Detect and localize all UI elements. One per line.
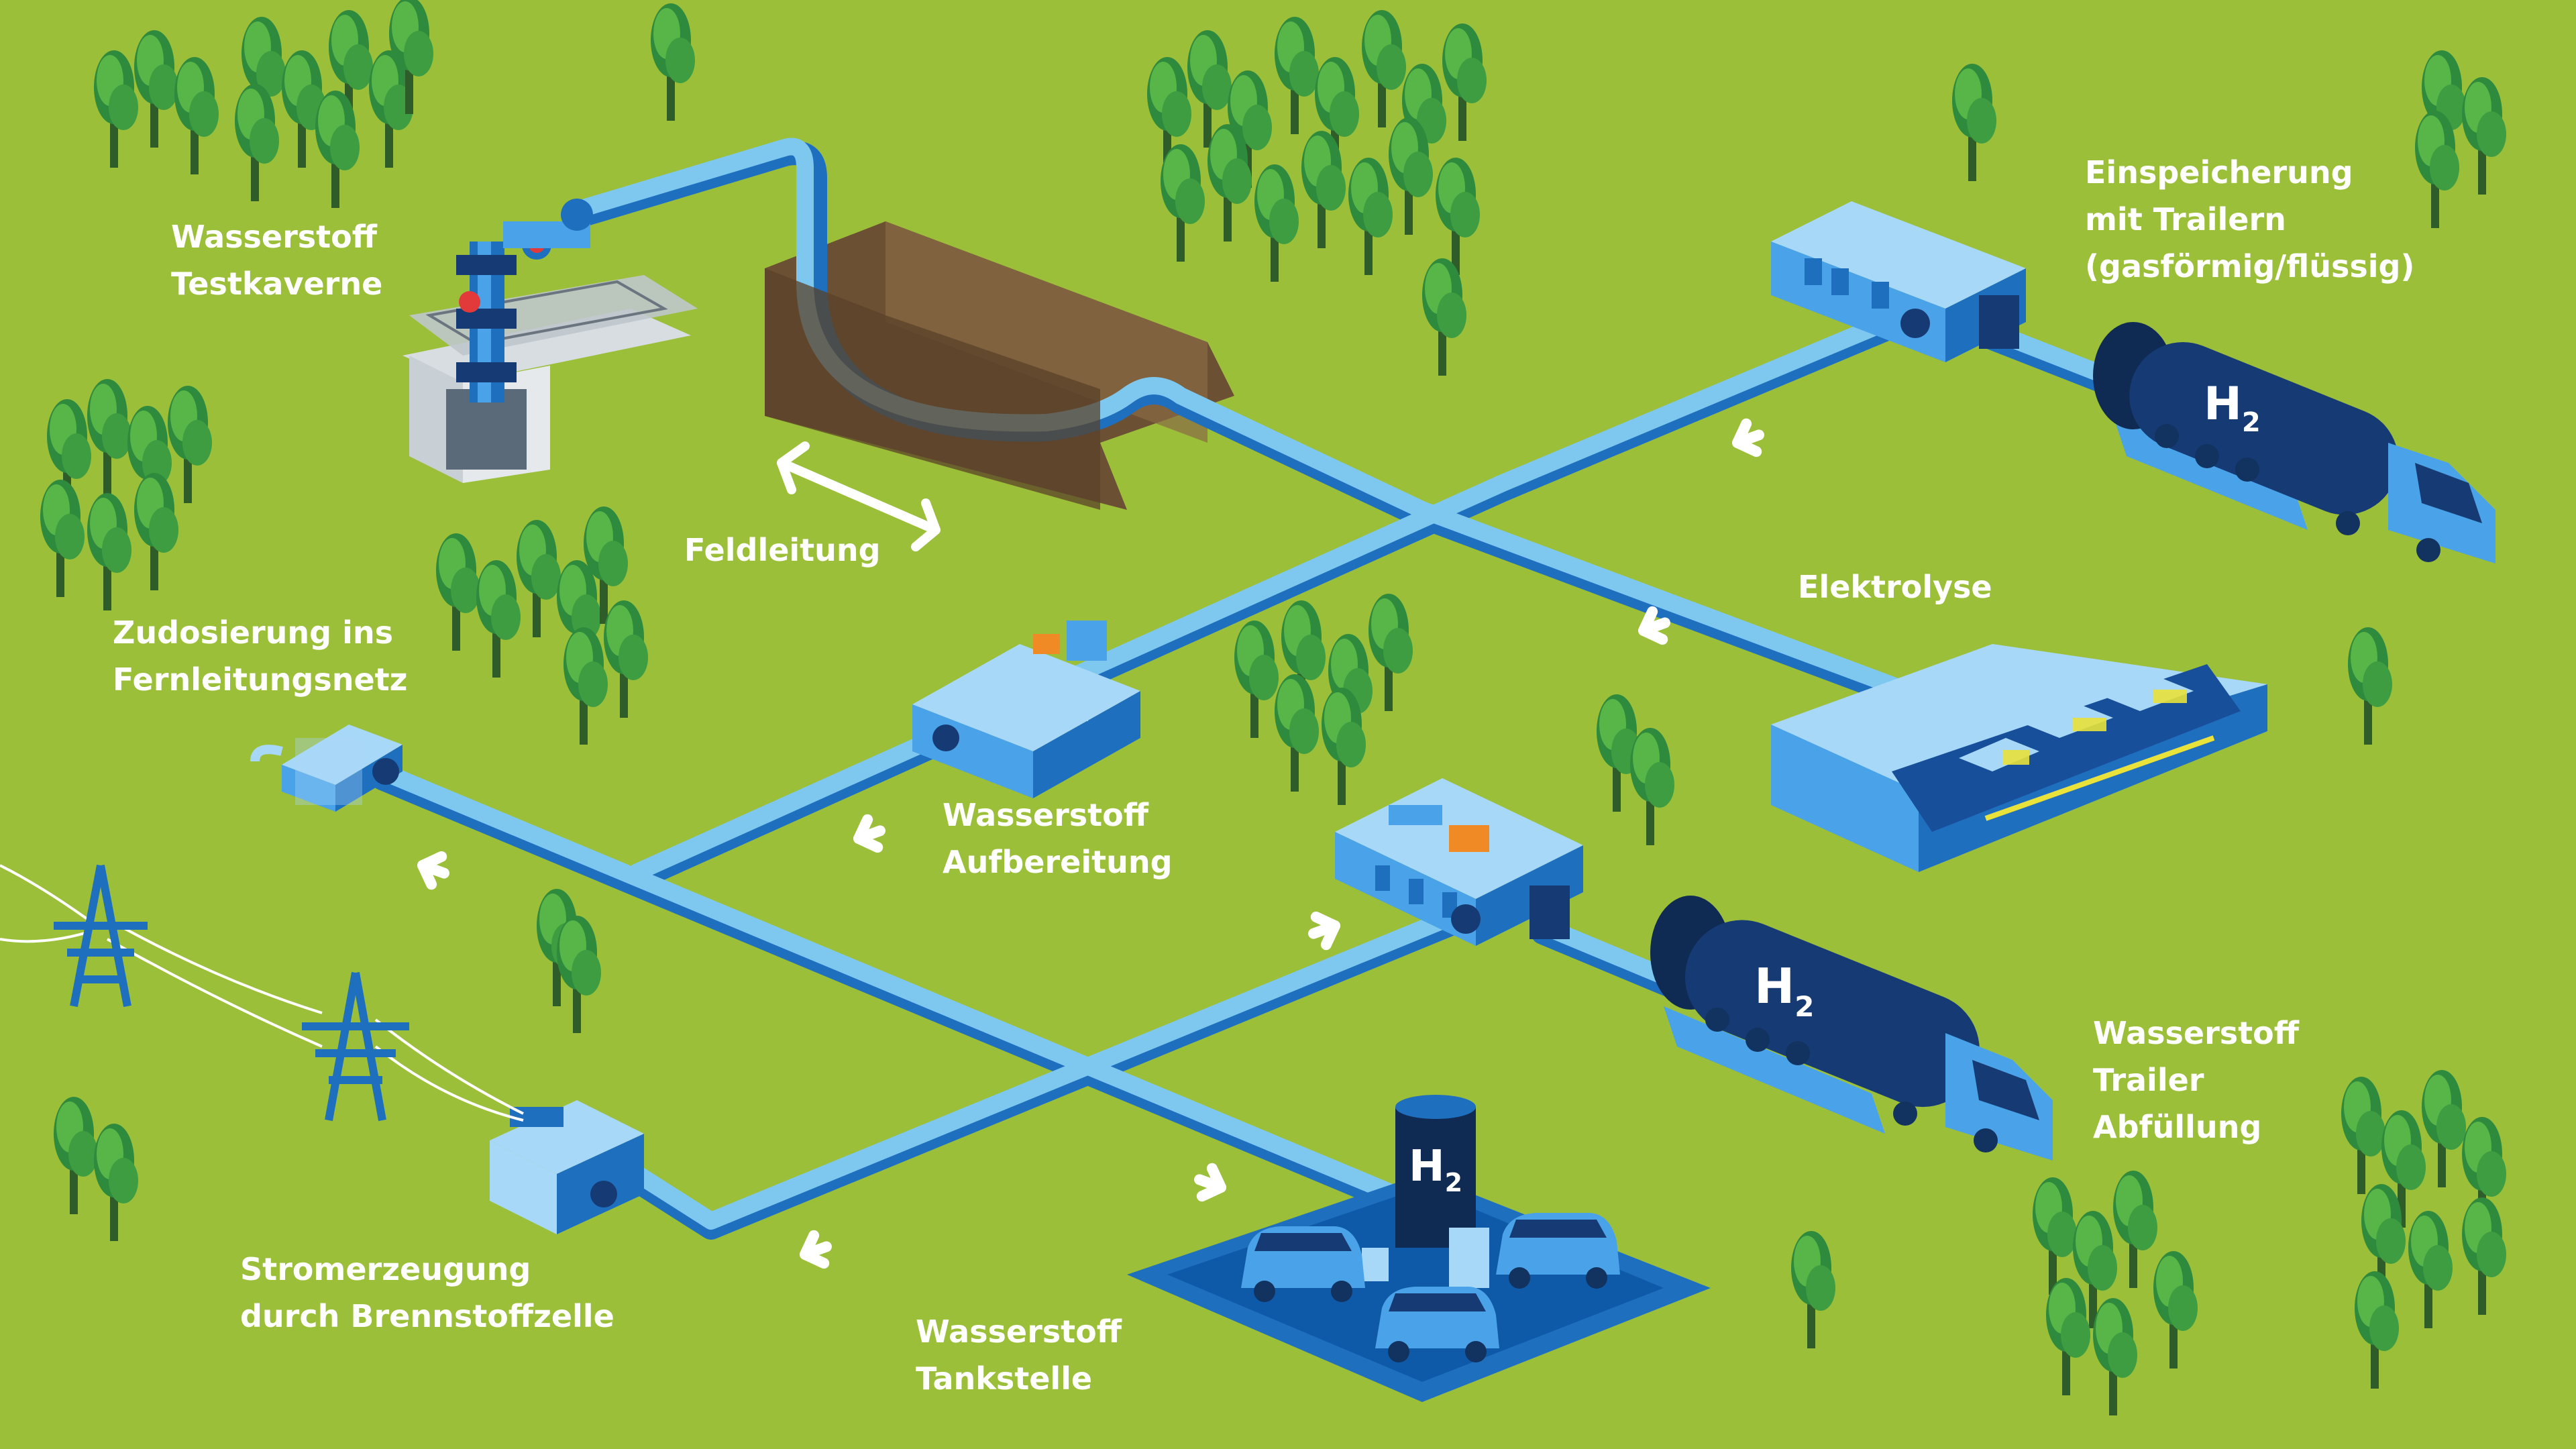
injection-station — [250, 724, 402, 812]
test-cavern-wellhead — [402, 199, 698, 483]
tree-cluster-top-right — [2415, 50, 2506, 228]
arrow-chevron — [1309, 912, 1340, 947]
storage-building-top — [1771, 201, 2026, 362]
label-electrolysis: Elektrolyse — [1798, 569, 1992, 605]
electrolysis-hall — [1771, 644, 2267, 872]
tree-cluster-top-left — [94, 0, 695, 208]
power-pylon — [54, 864, 148, 1008]
hydrogen-trailer-bottom: H2 — [1650, 896, 2053, 1161]
h2-symbol-tank: H2 — [1409, 1142, 1462, 1197]
label-field-pipeline: Feldleitung — [684, 532, 881, 568]
purification-building — [912, 621, 1140, 798]
tree-cluster-left — [40, 379, 212, 610]
label-trailer-storage: Einspeicherung mit Trailern (gasförmig/f… — [2085, 154, 2415, 284]
arrow-chevron — [417, 851, 449, 887]
label-fuel-cell-power: Stromerzeugung durch Brennstoffzelle — [240, 1251, 614, 1334]
h2-symbol-truck-bottom: H2 — [1754, 958, 1815, 1023]
hydrogen-fuel-station: H2 — [1127, 1095, 1711, 1402]
arrow-chevron — [1732, 421, 1764, 457]
trailer-filling-building — [1335, 778, 1583, 946]
arrow-chevron — [1195, 1166, 1226, 1201]
arrow-chevron — [853, 817, 885, 853]
label-grid-injection: Zudosierung ins Fernleitungsnetz — [113, 614, 408, 698]
arrow-chevron — [800, 1233, 831, 1269]
fuel-cell-building — [490, 1100, 644, 1234]
label-test-cavern: Wasserstoff Testkaverne — [171, 219, 383, 302]
label-purification: Wasserstoff Aufbereitung — [943, 797, 1173, 880]
power-lines — [0, 864, 524, 1122]
label-fuel-station: Wasserstoff Tankstelle — [916, 1313, 1122, 1397]
h2-symbol-truck-top: H2 — [2204, 378, 2261, 438]
hydrogen-trailer-top: H2 — [2093, 322, 2496, 564]
power-pylon — [302, 971, 409, 1122]
label-trailer-filling: Wasserstoff Trailer Abfüllung — [2093, 1015, 2300, 1145]
tree-cluster-mid-left — [436, 506, 648, 745]
double-headed-arrow — [777, 441, 941, 551]
trench-front-overlay — [765, 268, 1100, 510]
